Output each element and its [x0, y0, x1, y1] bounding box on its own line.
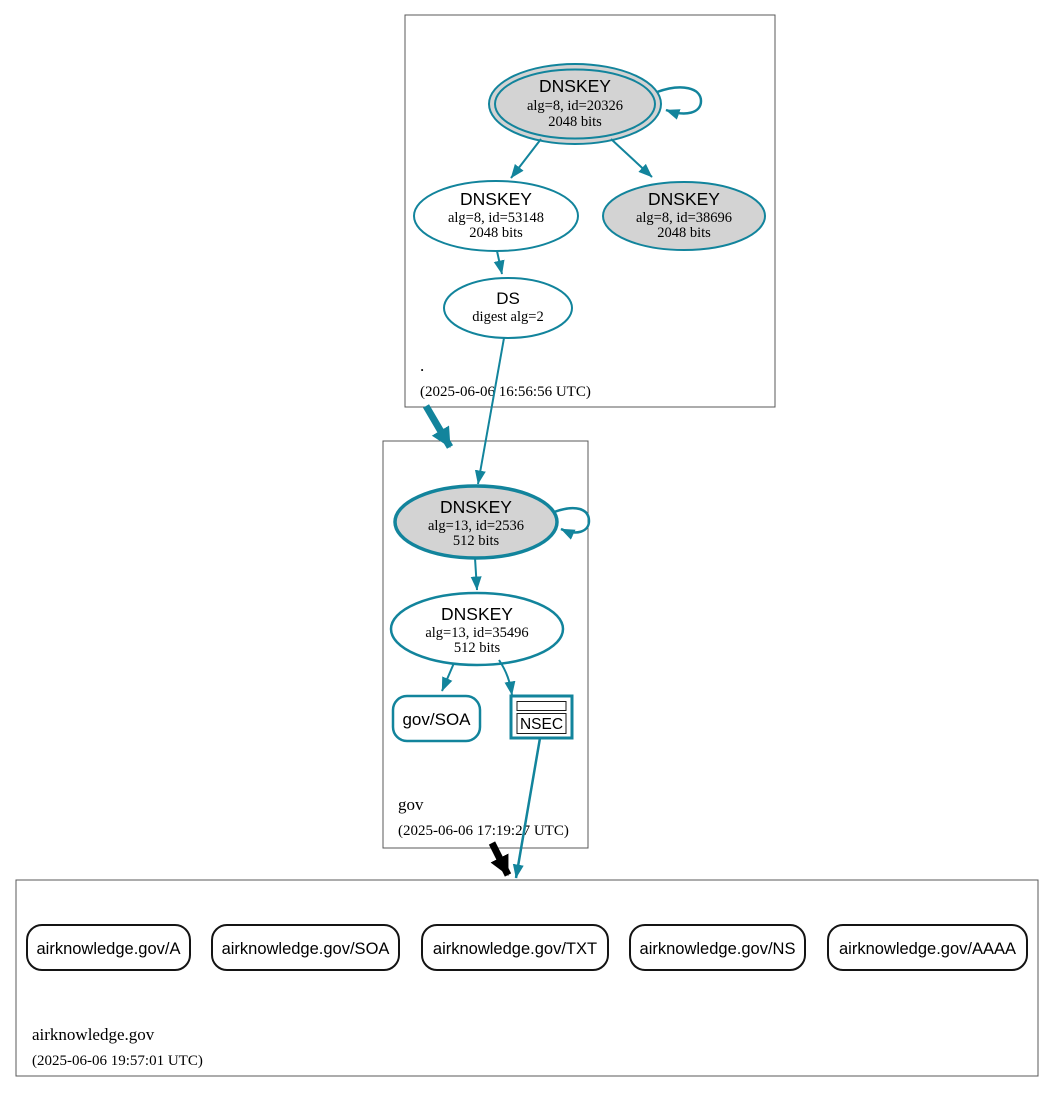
- nsec-label: NSEC: [520, 716, 563, 733]
- dnskey-35496-ellipse: [389, 591, 565, 667]
- nsec-top-cell: [516, 701, 567, 711]
- dnskey-53148-title: DNSKEY: [460, 189, 532, 209]
- edge-root-zsk-to-ds: [493, 250, 505, 275]
- nsec-node: NSEC: [509, 694, 574, 740]
- ds-ellipse: [443, 277, 573, 339]
- dnskey-38696-ellipse: [602, 181, 766, 251]
- dnskey-2536-node: DNSKEY alg=13, id=2536 512 bits: [393, 484, 559, 560]
- rrset-txt-label: airknowledge.gov/TXT: [433, 940, 597, 958]
- rrset-ns-node: airknowledge.gov/NS: [629, 924, 806, 971]
- dnskey-35496-title: DNSKEY: [441, 604, 513, 624]
- zone-airknowledge-timestamp: (2025-06-06 19:57:01 UTC): [32, 1053, 203, 1069]
- rrset-soa-label: airknowledge.gov/SOA: [222, 940, 390, 958]
- dnskey-53148-ellipse: [413, 180, 579, 252]
- dnskey-2536-title: DNSKEY: [440, 497, 512, 517]
- zone-gov-label: gov: [398, 795, 424, 814]
- edge-gov-ksk-to-zsk: [470, 557, 482, 591]
- dnskey-20326-inner-ellipse: [494, 68, 656, 140]
- rrset-ns-label: airknowledge.gov/NS: [640, 940, 796, 958]
- edge-gov-zsk-to-nsec: [498, 659, 516, 696]
- rrset-soa-node: airknowledge.gov/SOA: [211, 924, 400, 971]
- dnskey-38696-alg: alg=8, id=38696: [636, 210, 732, 226]
- nsec-label-cell: [516, 713, 567, 734]
- zone-root-timestamp: (2025-06-06 16:56:56 UTC): [420, 384, 591, 400]
- edge-gov-ksk-selfsign: [553, 506, 591, 540]
- edge-gov-zsk-to-soa: [441, 662, 455, 692]
- rrset-a-label: airknowledge.gov/A: [36, 940, 180, 958]
- edge-nsec-to-airknowledge: [512, 737, 542, 879]
- dnskey-53148-node: DNSKEY alg=8, id=53148 2048 bits: [413, 180, 579, 252]
- ds-title: DS: [496, 289, 520, 308]
- dnskey-20326-bits: 2048 bits: [548, 114, 602, 130]
- zone-airknowledge-box: [15, 879, 1039, 1077]
- zone-airknowledge-label: airknowledge.gov: [32, 1025, 155, 1044]
- ds-node: DS digest alg=2: [443, 277, 573, 339]
- rrset-txt-node: airknowledge.gov/TXT: [421, 924, 609, 971]
- rrset-aaaa-node: airknowledge.gov/AAAA: [827, 924, 1028, 971]
- dnskey-20326-node: DNSKEY alg=8, id=20326 2048 bits: [488, 63, 662, 145]
- zone-root-box: [404, 14, 776, 408]
- zone-gov-timestamp: (2025-06-06 17:19:27 UTC): [398, 823, 569, 839]
- rrset-a-node: airknowledge.gov/A: [26, 924, 191, 971]
- edge-delegation-gov-to-airknowledge: [488, 841, 512, 877]
- dnskey-35496-alg: alg=13, id=35496: [425, 625, 528, 641]
- dnskey-20326-alg: alg=8, id=20326: [527, 98, 623, 114]
- zone-root-label: .: [420, 356, 424, 375]
- rrset-aaaa-label: airknowledge.gov/AAAA: [839, 940, 1016, 958]
- rrset-a-rect: [26, 924, 191, 971]
- dnskey-35496-bits: 512 bits: [454, 640, 501, 656]
- rrset-aaaa-rect: [827, 924, 1028, 971]
- rrset-ns-rect: [629, 924, 806, 971]
- dnskey-2536-alg: alg=13, id=2536: [428, 518, 524, 534]
- edge-root-ksk-to-key38696: [610, 138, 653, 178]
- gov-soa-rect: [391, 694, 482, 743]
- dnskey-38696-bits: 2048 bits: [657, 225, 711, 241]
- ds-digest: digest alg=2: [472, 309, 543, 325]
- dnskey-53148-bits: 2048 bits: [469, 225, 523, 241]
- edge-root-ksk-selfsign: [656, 86, 703, 120]
- gov-soa-label: gov/SOA: [402, 710, 471, 729]
- dnskey-20326-title: DNSKEY: [539, 76, 611, 96]
- edge-ds-to-gov-ksk: [474, 337, 505, 485]
- edge-root-ksk-to-zsk: [510, 138, 542, 179]
- rrset-soa-rect: [211, 924, 400, 971]
- dnskey-53148-alg: alg=8, id=53148: [448, 210, 544, 226]
- dnskey-35496-node: DNSKEY alg=13, id=35496 512 bits: [389, 591, 565, 667]
- dnskey-38696-title: DNSKEY: [648, 189, 720, 209]
- dnskey-38696-node: DNSKEY alg=8, id=38696 2048 bits: [602, 181, 766, 251]
- edge-delegation-root-to-gov: [422, 404, 454, 449]
- gov-soa-node: gov/SOA: [391, 694, 482, 743]
- dnskey-2536-bits: 512 bits: [453, 533, 500, 549]
- rrset-txt-rect: [421, 924, 609, 971]
- dnskey-20326-outer-ellipse: [488, 63, 662, 145]
